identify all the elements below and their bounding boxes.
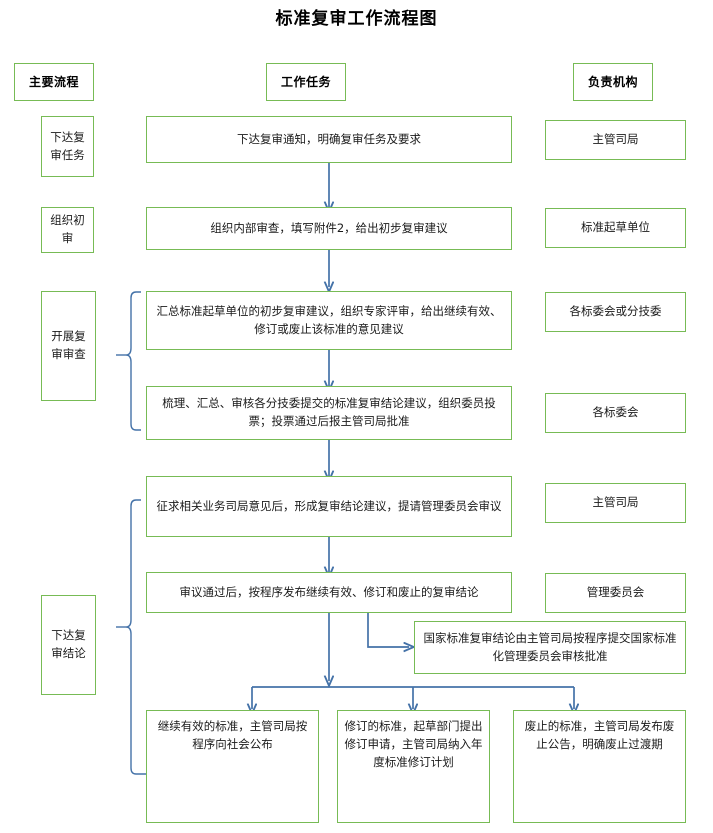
column-header-task: 工作任务 — [266, 63, 346, 101]
task-box-publish-conclusion: 审议通过后，按程序发布继续有效、修订和废止的复审结论 — [146, 572, 512, 613]
outcome-box-abolish: 废止的标准，主管司局发布废止公告，明确废止过渡期 — [513, 710, 686, 823]
org-box-competent-bureau-2: 主管司局 — [545, 483, 686, 523]
phase-box-conduct-review: 开展复审审查 — [41, 291, 96, 401]
task-box-committee-vote: 梳理、汇总、审核各分技委提交的标准复审结论建议，组织委员投票；投票通过后报主管司… — [146, 386, 512, 440]
org-box-committees: 各标委会 — [545, 393, 686, 433]
task-box-national-standard-approval: 国家标准复审结论由主管司局按程序提交国家标准化管理委员会审核批准 — [414, 621, 686, 674]
task-box-expert-assessment: 汇总标准起草单位的初步复审建议，组织专家评审，给出继续有效、修订或废止该标准的意… — [146, 291, 512, 350]
column-header-organization: 负责机构 — [573, 63, 653, 101]
org-box-competent-bureau-1: 主管司局 — [545, 120, 686, 160]
column-header-process: 主要流程 — [14, 63, 94, 101]
brace-conclusion-phase — [125, 499, 146, 775]
arrow-task6-national-standard — [367, 613, 409, 647]
org-box-drafting-unit: 标准起草单位 — [545, 208, 686, 248]
org-box-management-committee: 管理委员会 — [545, 573, 686, 613]
brace-review-phase — [125, 291, 141, 431]
task-box-issue-review-notice: 下达复审通知，明确复审任务及要求 — [146, 116, 512, 163]
task-box-solicit-opinions: 征求相关业务司局意见后，形成复审结论建议，提请管理委员会审议 — [146, 476, 512, 537]
task-box-internal-review: 组织内部审查，填写附件2，给出初步复审建议 — [146, 207, 512, 250]
phase-box-issue-conclusion: 下达复审结论 — [41, 595, 96, 695]
phase-box-assign-review-task: 下达复审任务 — [41, 116, 94, 177]
phase-box-organize-initial-review: 组织初审 — [41, 207, 94, 253]
page-title: 标准复审工作流程图 — [275, 9, 438, 29]
outcome-box-remain-valid: 继续有效的标准，主管司局按程序向社会公布 — [146, 710, 319, 823]
outcome-box-revise: 修订的标准，起草部门提出修订申请，主管司局纳入年度标准修订计划 — [337, 710, 490, 823]
org-box-committees-or-subcommittees: 各标委会或分技委 — [545, 292, 686, 332]
